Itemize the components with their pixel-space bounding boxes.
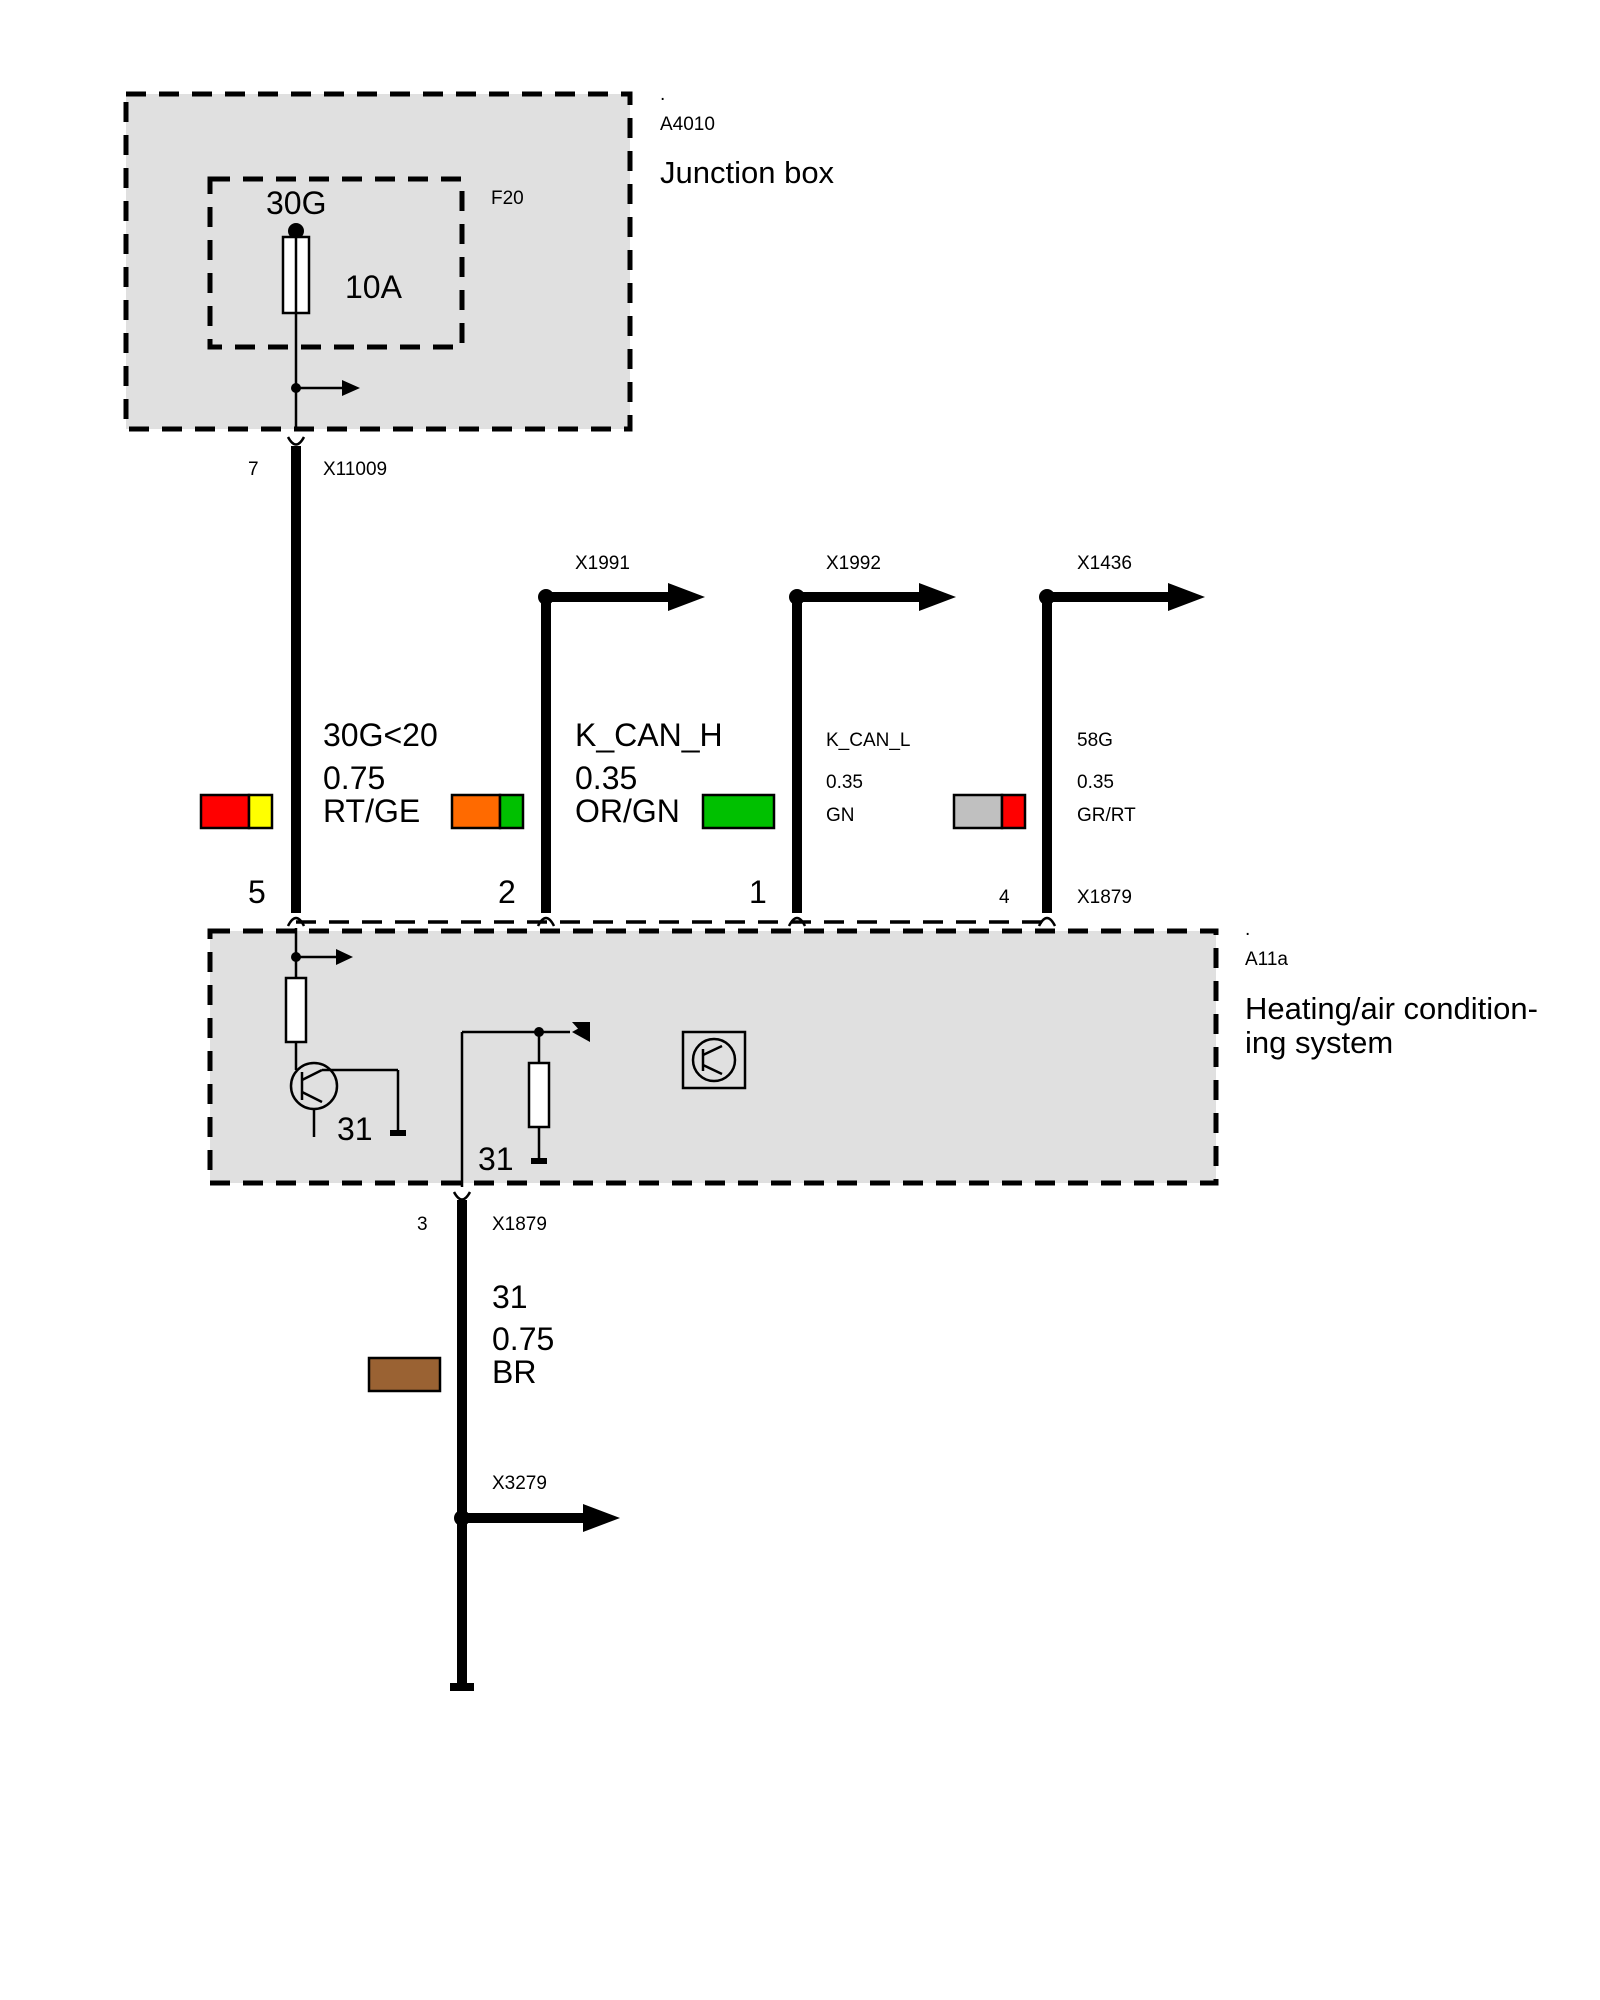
wire-k-can-h <box>538 583 705 913</box>
module-pin-4: 4 <box>999 887 1010 908</box>
transistor-icon <box>289 1061 398 1137</box>
hvac-module-title-line1: Heating/air condition- <box>1245 991 1538 1026</box>
wire-30g-color-code: RT/GE <box>323 793 420 829</box>
fuse-terminal: 30G <box>266 185 326 221</box>
fuse-id: F20 <box>491 188 524 209</box>
bottom-connector-id: X1879 <box>492 1214 547 1235</box>
wire-31-color-swatch <box>367 1356 442 1393</box>
fuse-symbol <box>281 223 311 430</box>
junction-branch-arrow <box>291 380 360 396</box>
wire-k-can-h-color-swatch <box>450 793 525 830</box>
wire-31-color-code: BR <box>492 1354 536 1390</box>
hvac-ground-circuit <box>460 1022 590 1187</box>
module-connector-id: X1879 <box>1077 887 1132 908</box>
wire-30g-signal: 30G<20 <box>323 717 438 753</box>
module-pin-1: 1 <box>749 874 767 910</box>
connector-x1436: X1436 <box>1077 553 1132 574</box>
junction-box-id: A4010 <box>660 114 715 135</box>
wire-58g <box>1039 583 1205 913</box>
wire-30g-color-swatch <box>199 793 274 830</box>
module-connector-pins <box>286 916 1057 927</box>
ground-symbol-1 <box>390 1070 406 1136</box>
wire-58g-signal: 58G <box>1077 730 1113 751</box>
connector-x1991: X1991 <box>575 553 630 574</box>
junction-box-dot: . <box>660 84 665 105</box>
hvac-input-circuit <box>284 928 353 1070</box>
connector-x11009-symbol <box>286 436 306 446</box>
ground-label-1: 31 <box>337 1111 373 1147</box>
ground-label-2: 31 <box>478 1141 514 1177</box>
wire-31-signal: 31 <box>492 1279 528 1315</box>
connector-x11009-id: X11009 <box>323 459 387 480</box>
connector-x1879-bottom-symbol <box>452 1191 472 1201</box>
wire-k-can-l <box>789 583 956 913</box>
hvac-module-title-line2: ing system <box>1245 1025 1393 1060</box>
module-pin-2: 2 <box>498 874 516 910</box>
hvac-module-box <box>207 928 1219 1186</box>
wire-k-can-h-signal: K_CAN_H <box>575 717 723 753</box>
module-pin-5: 5 <box>248 874 266 910</box>
ground-terminal-icon <box>450 1683 474 1691</box>
bottom-connector-pin: 3 <box>417 1214 428 1235</box>
connector-x3279: X3279 <box>492 1473 547 1494</box>
ground-branch-x3279 <box>454 1504 620 1532</box>
wire-58g-size: 0.35 <box>1077 772 1114 793</box>
wire-31-size: 0.75 <box>492 1321 554 1357</box>
wire-k-can-l-color-swatch <box>701 793 776 830</box>
connector-x11009-pin: 7 <box>248 459 259 480</box>
fuse-box-f20 <box>207 176 465 350</box>
electronic-control-unit-icon <box>681 1030 747 1090</box>
hvac-module-dot: . <box>1245 919 1250 940</box>
wire-k-can-h-color-code: OR/GN <box>575 793 680 829</box>
hvac-module-id: A11a <box>1245 949 1288 970</box>
junction-box-title: Junction box <box>660 155 835 190</box>
wire-58g-color-code: GR/RT <box>1077 805 1136 826</box>
wire-k-can-l-size: 0.35 <box>826 772 863 793</box>
wire-k-can-h-size: 0.35 <box>575 760 637 796</box>
wire-k-can-l-color-code: GN <box>826 805 855 826</box>
wire-k-can-l-signal: K_CAN_L <box>826 730 911 751</box>
wire-30g-size: 0.75 <box>323 760 385 796</box>
junction-box <box>123 91 633 432</box>
wire-58g-color-swatch <box>952 793 1027 830</box>
fuse-rating: 10A <box>345 269 403 305</box>
connector-x1992: X1992 <box>826 553 881 574</box>
